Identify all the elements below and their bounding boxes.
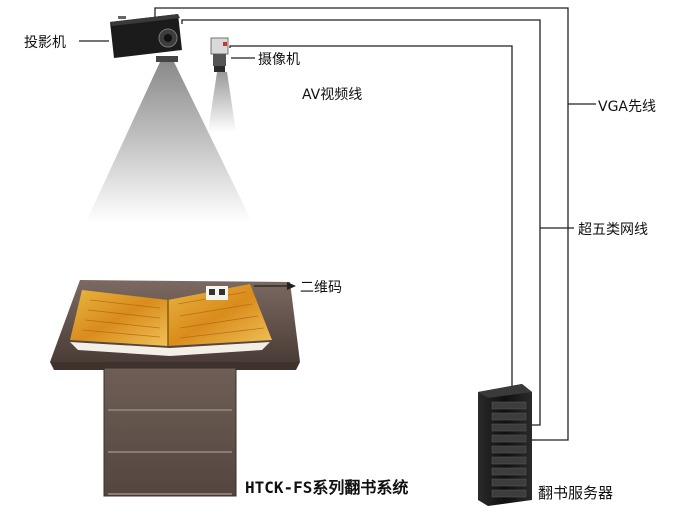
server-icon (478, 384, 532, 506)
arrow-icon (287, 282, 296, 290)
camera-label: 摄像机 (258, 52, 300, 68)
projector-icon (110, 14, 182, 62)
av-cable-label: AV视频线 (302, 87, 363, 103)
camera-view-cone (208, 72, 236, 132)
camera-icon (210, 37, 229, 72)
vga-cable (154, 7, 569, 441)
av-cable (229, 45, 513, 388)
qr-code-label: 二维码 (300, 280, 342, 296)
projector-label: 投影机 (24, 35, 66, 51)
cat5e-cable (181, 19, 541, 426)
vga-cable-label: VGA先线 (598, 99, 657, 115)
open-book (70, 284, 272, 356)
cat5e-cable-label: 超五类网线 (578, 222, 648, 238)
server-label: 翻书服务器 (538, 484, 614, 502)
system-name-caption: HTCK-FS系列翻书系统 (245, 478, 409, 497)
projector-light-beam (86, 62, 252, 222)
